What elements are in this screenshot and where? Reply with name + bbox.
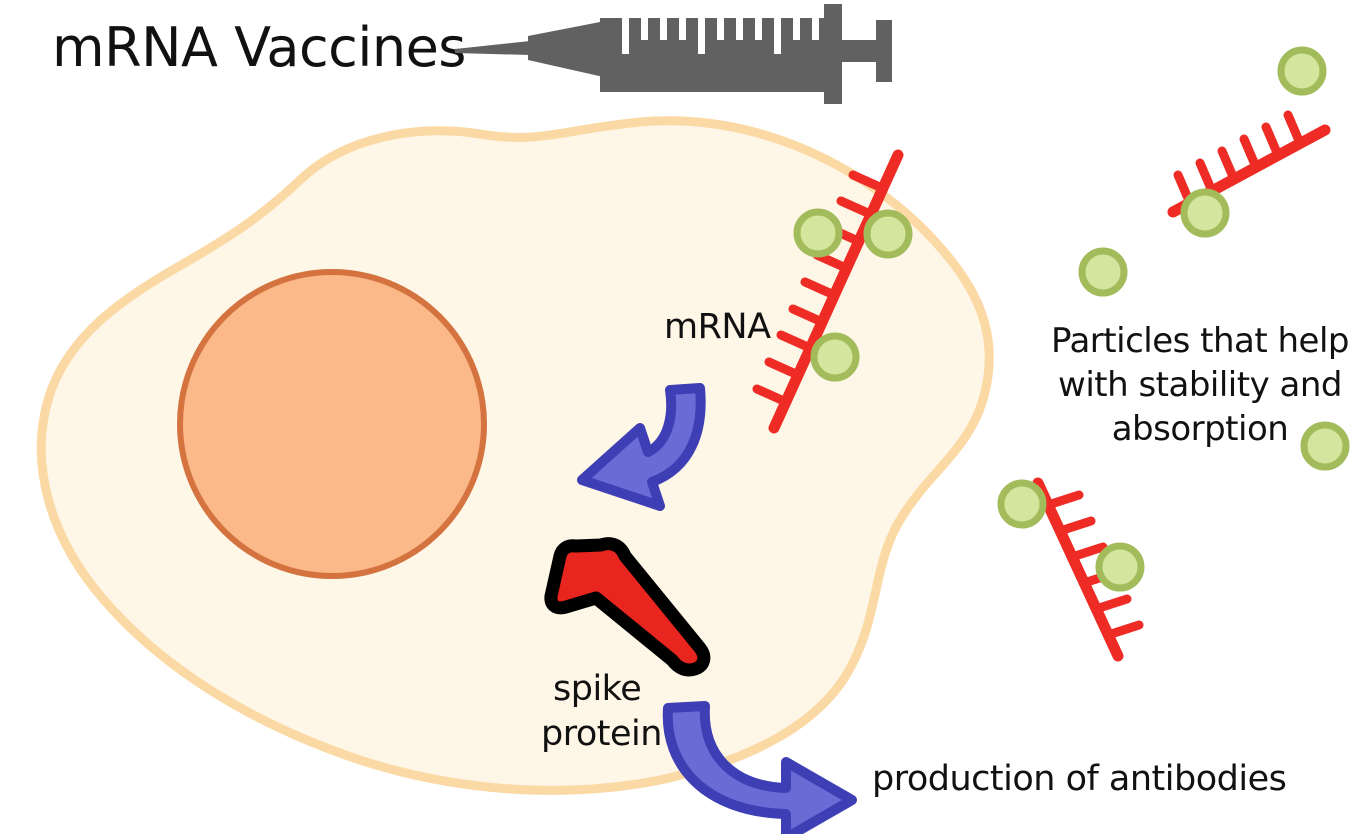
particles-note-line2: with stability and	[1058, 365, 1342, 405]
spike-protein-shape	[544, 537, 711, 677]
lipid-particle	[1300, 421, 1350, 471]
antibodies-label: production of antibodies	[872, 759, 1286, 799]
mrna-strand-membrane	[752, 149, 904, 434]
particles-note-line3: absorption	[1112, 409, 1289, 449]
lipid-particle	[863, 209, 913, 259]
spike-protein-label-line2: protein	[541, 714, 662, 754]
arrow-antibody-production	[662, 701, 857, 834]
particles-note-line1: Particles that help	[1051, 321, 1349, 361]
lipid-particle	[1277, 46, 1327, 96]
lipid-particle	[1078, 247, 1128, 297]
lipid-particle	[1180, 188, 1230, 238]
lipid-particle	[997, 479, 1047, 529]
mrna-label: mRNA	[664, 307, 771, 347]
syringe-icon	[455, 4, 892, 104]
particles-note: Particles that help with stability and a…	[1051, 321, 1350, 449]
spike-protein-label-line1: spike	[553, 669, 641, 709]
host-cell	[36, 116, 994, 795]
lipid-nanoparticles-group	[793, 46, 1350, 592]
page-title: mRNA Vaccines	[52, 16, 466, 79]
lipid-particle	[1095, 542, 1145, 592]
nucleus	[177, 269, 487, 579]
lipid-particle	[793, 208, 843, 258]
lipid-particle	[810, 332, 860, 382]
arrow-translation	[577, 383, 706, 511]
